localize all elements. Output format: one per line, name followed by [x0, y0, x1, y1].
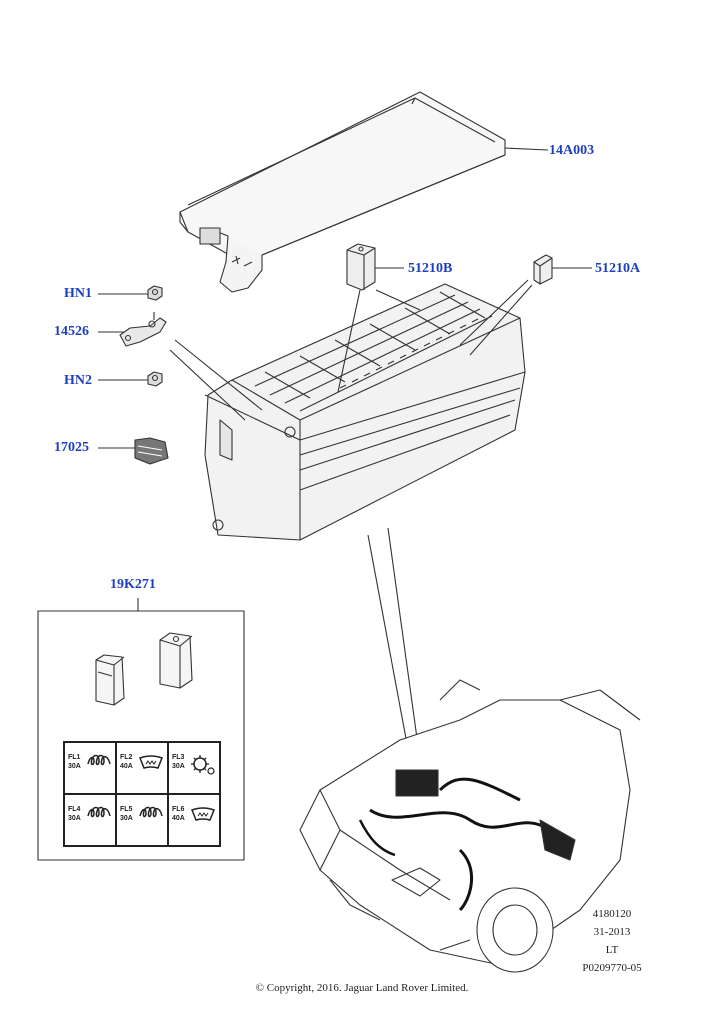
callout-14526[interactable]: 14526	[54, 324, 89, 339]
fuse-code: FL2	[120, 754, 133, 761]
fuse-code: FL1	[68, 754, 81, 761]
nut-hn2-drawing	[147, 371, 163, 387]
fuse-51210b-drawing	[346, 243, 376, 291]
callout-17025[interactable]: 17025	[54, 440, 89, 455]
coil-icon	[87, 754, 111, 766]
connector-17025-drawing	[134, 437, 169, 465]
callout-19k271[interactable]: 19K271	[110, 577, 156, 592]
copyright-notice: © Copyright, 2016. Jaguar Land Rover Lim…	[255, 982, 469, 994]
fuse-rating: 30A	[172, 763, 185, 770]
nut-hn1-drawing	[147, 285, 163, 301]
catalog-number: 4180120	[592, 908, 632, 920]
windscreen-heater-icon	[191, 807, 215, 821]
fan-icon	[191, 755, 215, 775]
callout-hn1[interactable]: HN1	[64, 286, 92, 301]
callout-hn2[interactable]: HN2	[64, 373, 92, 388]
coil-icon	[139, 806, 163, 818]
fusebox-body-drawing	[204, 283, 526, 541]
fuse-code: FL3	[172, 754, 185, 761]
fuse-51210a-drawing	[533, 254, 553, 285]
fuse-code: FL5	[120, 806, 133, 813]
callout-51210b[interactable]: 51210B	[408, 261, 453, 276]
bracket-14526-drawing	[119, 312, 167, 347]
illustration-id: P0209770-05	[582, 962, 642, 974]
leader-lines	[98, 147, 592, 761]
fuse-rating: 30A	[120, 815, 133, 822]
fuse-rating: 40A	[120, 763, 133, 770]
fuse-rating: 30A	[68, 815, 81, 822]
fuse-code: FL4	[68, 806, 81, 813]
callout-51210a[interactable]: 51210A	[595, 261, 641, 276]
fuse-code: FL6	[172, 806, 185, 813]
fuse-rating: 40A	[172, 815, 185, 822]
windscreen-heater-icon	[139, 755, 163, 769]
fusebox-cover-drawing	[179, 91, 506, 293]
coil-icon	[87, 806, 111, 818]
vehicle-drawing	[299, 679, 641, 973]
region-code: LT	[605, 944, 619, 956]
fuse-rating: 30A	[68, 763, 81, 770]
date-code: 31-2013	[593, 926, 631, 938]
callout-14a003[interactable]: 14A003	[549, 143, 595, 158]
